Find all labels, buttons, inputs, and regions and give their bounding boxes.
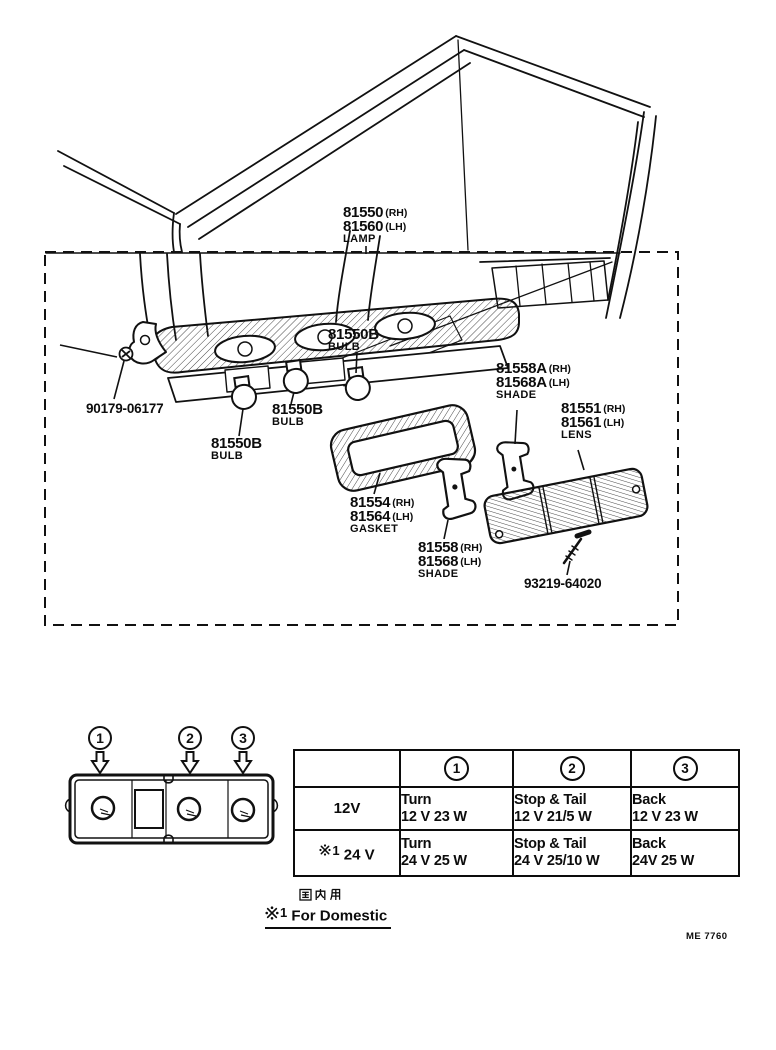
label-bulb-mid: 81550B BULB xyxy=(272,402,323,428)
lamp-front-view-drawing: 1 2 3 xyxy=(64,726,279,845)
part-number-shade-lower-lh: 81568 xyxy=(418,553,459,570)
part-number-bulb: 81550B xyxy=(328,326,379,343)
circled-3-icon: 3 xyxy=(672,756,698,781)
header-circle-3: 3 xyxy=(630,749,740,788)
header-blank-cell xyxy=(293,749,401,788)
mount-screw-drawing xyxy=(118,346,134,362)
side-lh: (LH) xyxy=(548,377,570,389)
circled-1-icon: 1 xyxy=(444,756,469,781)
label-lens: 81551(RH) 81561(LH) LENS xyxy=(561,401,625,441)
part-name-lamp: LAMP xyxy=(343,233,376,245)
page-code: ME 7760 xyxy=(686,931,728,942)
part-number-shade-lower-rh: 81558 xyxy=(418,539,459,556)
header-circle-1: 1 xyxy=(399,749,514,788)
label-shade-upper: 81558A(RH) 81568A(LH) SHADE xyxy=(496,361,571,401)
part-name-bulb: BULB xyxy=(272,416,305,428)
indicator-number-1: 1 xyxy=(96,730,104,746)
part-name-shade: SHADE xyxy=(418,568,459,580)
reference-mark-icon: 1 xyxy=(265,905,287,920)
bulb-1-drawing xyxy=(230,375,257,410)
circled-2-icon: 2 xyxy=(559,756,585,781)
indicator-number-3: 3 xyxy=(239,730,247,746)
leader-lines xyxy=(59,246,585,576)
part-name-bulb: BULB xyxy=(211,450,244,462)
note-for-domestic: 1 For Domestic xyxy=(265,905,392,929)
side-rh: (RH) xyxy=(548,363,571,375)
lens-drawing xyxy=(483,467,649,545)
label-gasket: 81554(RH) 81564(LH) GASKET xyxy=(350,495,414,535)
part-number-shade-upper-rh: 81558A xyxy=(496,360,547,377)
part-name-gasket: GASKET xyxy=(350,523,399,535)
detail-boundary-box xyxy=(44,251,679,626)
label-lamp: 81550(RH) 81560(LH) LAMP xyxy=(343,205,407,245)
part-number-bulb: 81550B xyxy=(272,401,323,418)
label-bulb-top: 81550B BULB xyxy=(328,327,379,353)
part-number-lamp-lh: 81560 xyxy=(343,218,384,235)
part-number-gasket-rh: 81554 xyxy=(350,494,391,511)
label-bulb-low: 81550B BULB xyxy=(211,436,262,462)
part-number-shade-upper-lh: 81568A xyxy=(496,374,547,391)
bulb-2-drawing xyxy=(282,359,309,394)
part-number-gasket-lh: 81564 xyxy=(350,508,391,525)
part-number-lamp-rh: 81550 xyxy=(343,204,384,221)
kanji-koku xyxy=(299,888,312,901)
side-rh: (RH) xyxy=(392,497,415,509)
part-number-lens-screw: 93219-64020 xyxy=(524,576,602,591)
shade-upper-drawing xyxy=(495,438,536,502)
note-japanese-domestic xyxy=(299,888,342,901)
indicator-circle-3 xyxy=(231,726,255,750)
part-number-mount-screw: 90179-06177 xyxy=(86,401,164,416)
voltage-cell-12v: 12V xyxy=(293,786,401,831)
down-arrow-icon xyxy=(90,751,253,775)
indicator-number-2: 2 xyxy=(186,730,194,746)
header-circle-2: 2 xyxy=(512,749,632,788)
label-shade-lower: 81558(RH) 81568(LH) SHADE xyxy=(418,540,482,580)
kanji-you xyxy=(330,888,341,901)
shade-lower-drawing xyxy=(435,454,478,521)
side-lh: (LH) xyxy=(385,221,407,233)
label-lens-screw: 93219-64020 xyxy=(524,576,602,591)
part-name-lens: LENS xyxy=(561,429,592,441)
bulbs-drawing xyxy=(230,359,371,410)
side-rh: (RH) xyxy=(603,403,626,415)
housing-front-outline xyxy=(64,773,279,845)
exploded-view-drawing xyxy=(44,35,679,626)
lamp-housing-drawing xyxy=(128,297,520,403)
side-rh: (RH) xyxy=(460,542,483,554)
side-lh: (LH) xyxy=(603,417,625,429)
side-lh: (LH) xyxy=(392,511,414,523)
table-header-row: 1 2 3 xyxy=(293,749,740,788)
label-mount-screw: 90179-06177 xyxy=(86,401,164,416)
voltage-cell-24v: 1 24 V xyxy=(293,829,401,877)
part-number-lens-rh: 81551 xyxy=(561,400,602,417)
indicator-circle-1 xyxy=(88,726,112,750)
lens-screw-drawing xyxy=(562,529,592,565)
indicator-circle-2 xyxy=(178,726,202,750)
side-lh: (LH) xyxy=(460,556,482,568)
side-rh: (RH) xyxy=(385,207,408,219)
for-domestic-text: For Domestic xyxy=(291,907,388,925)
part-number-bulb: 81550B xyxy=(211,435,262,452)
reference-mark-icon: 1 xyxy=(319,843,340,858)
part-number-lens-lh: 81561 xyxy=(561,414,602,431)
part-name-bulb: BULB xyxy=(328,341,361,353)
kanji-nai xyxy=(315,889,326,900)
part-name-shade: SHADE xyxy=(496,389,537,401)
